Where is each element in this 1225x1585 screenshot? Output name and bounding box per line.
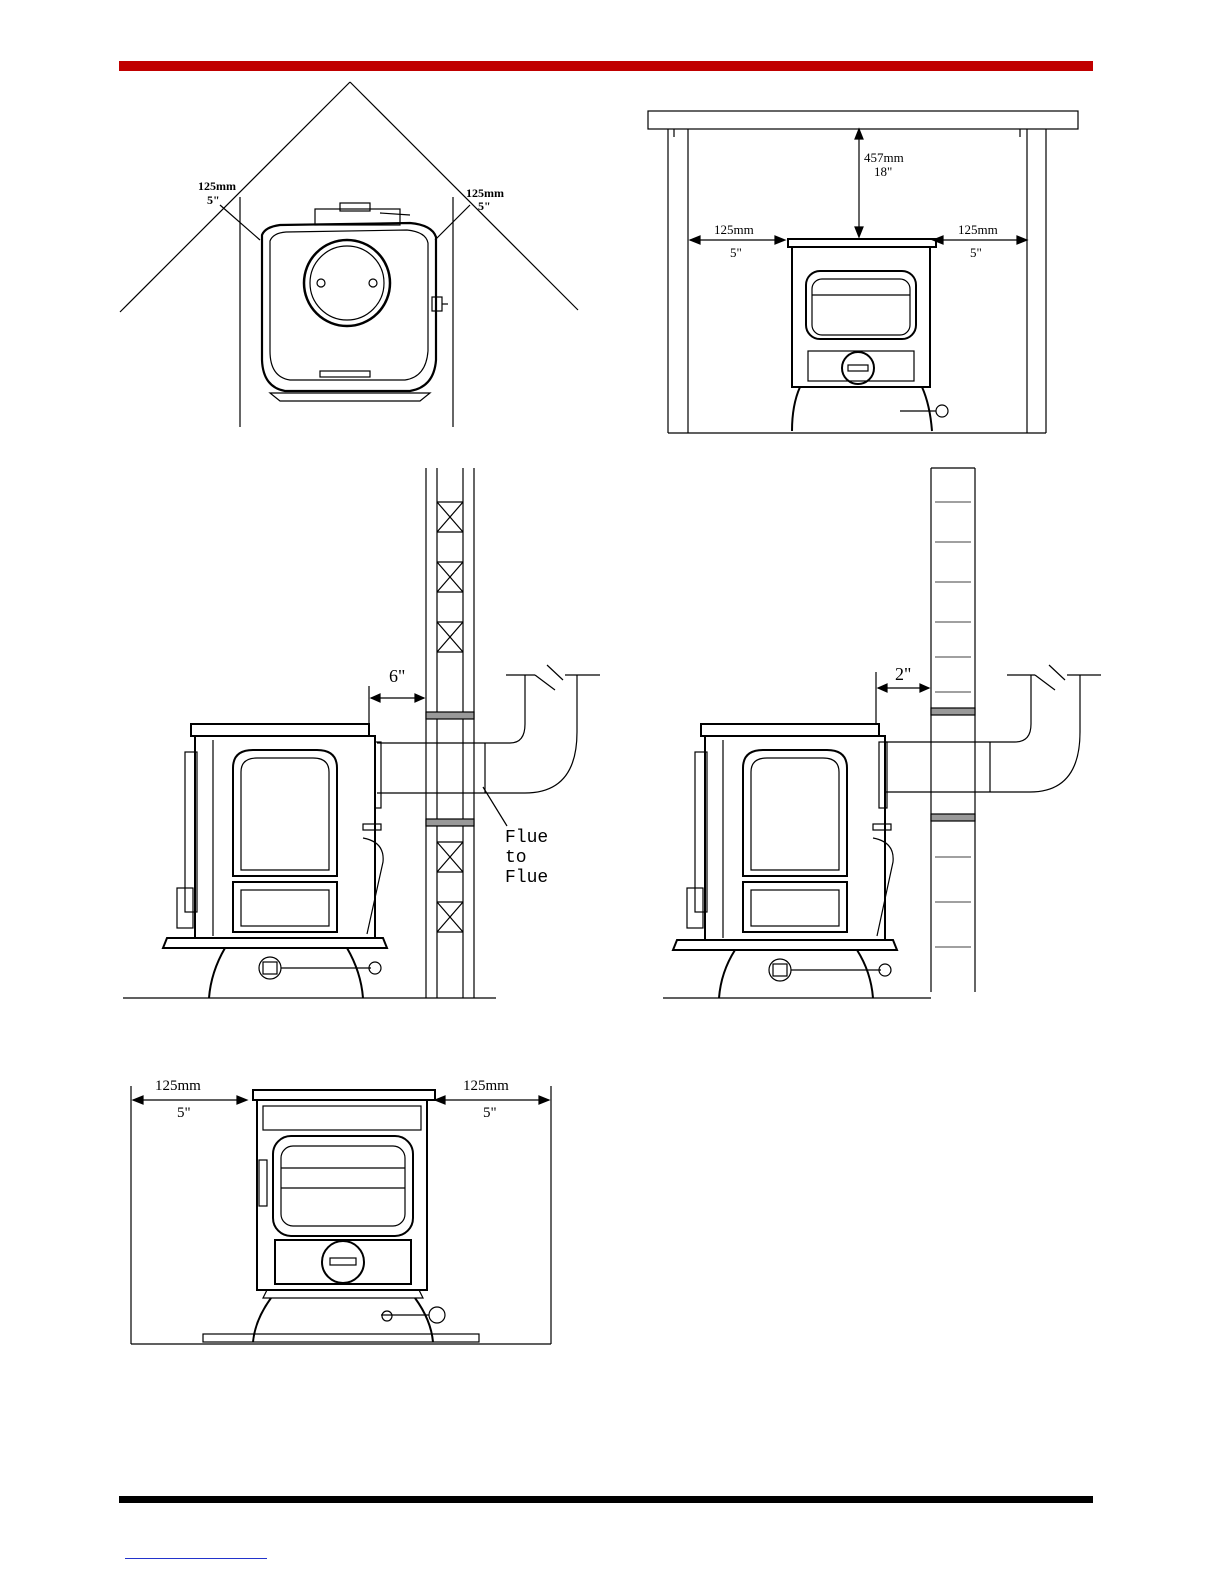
alcove-right-in-label: 5"	[970, 245, 982, 260]
free-right-in-label: 5"	[483, 1105, 497, 1121]
top-red-rule	[119, 61, 1093, 71]
link-underline	[125, 1558, 267, 1559]
alcove-front-diagram: 457mm 18" 125mm 5" 125mm 5"	[640, 105, 1090, 440]
alcove-top-in-label: 18"	[874, 164, 892, 179]
flue-label-line1: Flue	[505, 828, 548, 848]
side-combustible-diagram: 6" Flue to Flue	[115, 462, 605, 1007]
combustible-gap-label: 6"	[389, 666, 405, 686]
corner-right-in-label: 5"	[478, 199, 491, 213]
free-left-in-label: 5"	[177, 1105, 191, 1121]
bottom-black-rule	[119, 1496, 1093, 1503]
noncombustible-gap-label: 2"	[895, 664, 911, 684]
alcove-left-mm-label: 125mm	[714, 222, 754, 237]
free-left-mm-label: 125mm	[155, 1078, 201, 1094]
free-right-mm-label: 125mm	[463, 1078, 509, 1094]
corner-left-mm-label: 125mm	[198, 179, 236, 193]
alcove-top-mm-label: 457mm	[864, 150, 904, 165]
alcove-left-in-label: 5"	[730, 245, 742, 260]
flue-label-line2: to	[505, 848, 527, 868]
corner-left-in-label: 5"	[207, 193, 220, 207]
flue-label-line3: Flue	[505, 868, 548, 888]
corner-plan-diagram: 125mm 5" 125mm 5"	[110, 75, 590, 435]
freestanding-front-diagram: 125mm 5" 125mm 5"	[125, 1070, 560, 1355]
side-noncombustible-diagram: 2"	[655, 462, 1105, 1007]
alcove-right-mm-label: 125mm	[958, 222, 998, 237]
corner-right-mm-label: 125mm	[466, 186, 504, 200]
